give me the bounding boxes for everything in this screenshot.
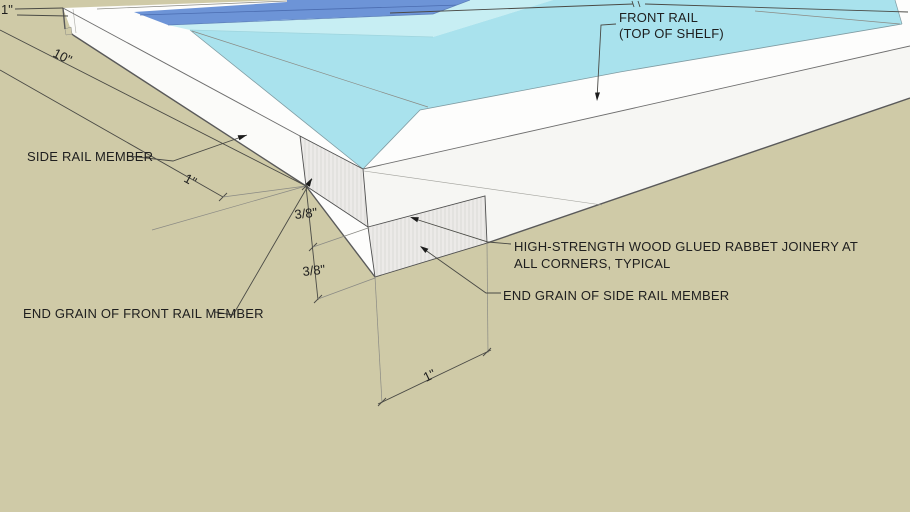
dimension-1in-top-left-text: 1" bbox=[1, 2, 13, 17]
label-front-rail-line1[interactable]: FRONT RAIL bbox=[619, 10, 698, 25]
dimension-rabbet-3-8[interactable]: 3/8" 3/8" bbox=[294, 181, 376, 304]
far-end-edge bbox=[72, 8, 77, 34]
label-side-rail[interactable]: SIDE RAIL MEMBER bbox=[27, 149, 153, 164]
leader-front-rail[interactable] bbox=[595, 23, 617, 101]
arrowhead bbox=[595, 92, 600, 101]
ground-contact-edge bbox=[363, 170, 603, 206]
shelf-far-edge bbox=[754, 10, 901, 25]
label-end-grain-front[interactable]: END GRAIN OF FRONT RAIL MEMBER bbox=[23, 306, 264, 321]
arrowhead bbox=[305, 178, 312, 187]
label-joinery-line2[interactable]: ALL CORNERS, TYPICAL bbox=[514, 256, 670, 271]
arrowhead bbox=[410, 217, 419, 223]
dimension-top-cropped[interactable] bbox=[389, 0, 909, 14]
back-rail-face[interactable] bbox=[134, 0, 470, 25]
side-rail-top-edge bbox=[62, 7, 301, 137]
side-rail-end-edge-2 bbox=[71, 33, 74, 36]
leader-side-rail[interactable] bbox=[127, 134, 248, 162]
label-end-grain-side[interactable]: END GRAIN OF SIDE RAIL MEMBER bbox=[503, 288, 729, 303]
front-rail-inner-edge bbox=[362, 23, 903, 170]
tick-mark bbox=[631, 0, 635, 8]
back-rail-seam-edge bbox=[139, 4, 461, 16]
dimension-1in-left[interactable]: 1" bbox=[0, 69, 307, 231]
shelf-surface[interactable] bbox=[190, 0, 902, 169]
arrowhead bbox=[237, 135, 247, 141]
dimension-1in-top-left[interactable]: 1" bbox=[1, 2, 69, 17]
dimension-3-8-lower-text: 3/8" bbox=[302, 262, 327, 279]
label-joinery-line1[interactable]: HIGH-STRENGTH WOOD GLUED RABBET JOINERY … bbox=[514, 239, 858, 254]
corner-bottom-edge bbox=[305, 185, 376, 278]
side-rail-inner-edge bbox=[189, 29, 364, 170]
leader-end-grain-front[interactable] bbox=[214, 178, 313, 316]
arrowhead bbox=[420, 246, 429, 253]
front-rail-front-face[interactable] bbox=[363, 46, 910, 243]
shelf-inset-edge bbox=[191, 30, 429, 108]
leader-joinery[interactable] bbox=[410, 217, 512, 245]
front-rail-bottom-edge bbox=[486, 97, 910, 244]
back-rail-top-edge bbox=[167, 0, 471, 26]
leader-end-grain-side[interactable] bbox=[420, 246, 501, 294]
tick-mark bbox=[482, 347, 492, 357]
front-rail-top-edge bbox=[362, 45, 910, 170]
side-rail-outer-face[interactable] bbox=[63, 8, 306, 186]
tick-mark bbox=[637, 0, 641, 8]
label-front-rail-line2[interactable]: (TOP OF SHELF) bbox=[619, 26, 724, 41]
shelf-strip-edge bbox=[189, 29, 434, 38]
side-rail-bottom-edge bbox=[72, 34, 307, 187]
side-rail-end-edge bbox=[62, 7, 66, 30]
shelf-back-strip[interactable] bbox=[168, 0, 553, 37]
back-rail-far-edge bbox=[96, 0, 288, 10]
tick-mark bbox=[377, 397, 387, 407]
dimension-3-8-upper-text: 3/8" bbox=[294, 205, 319, 222]
